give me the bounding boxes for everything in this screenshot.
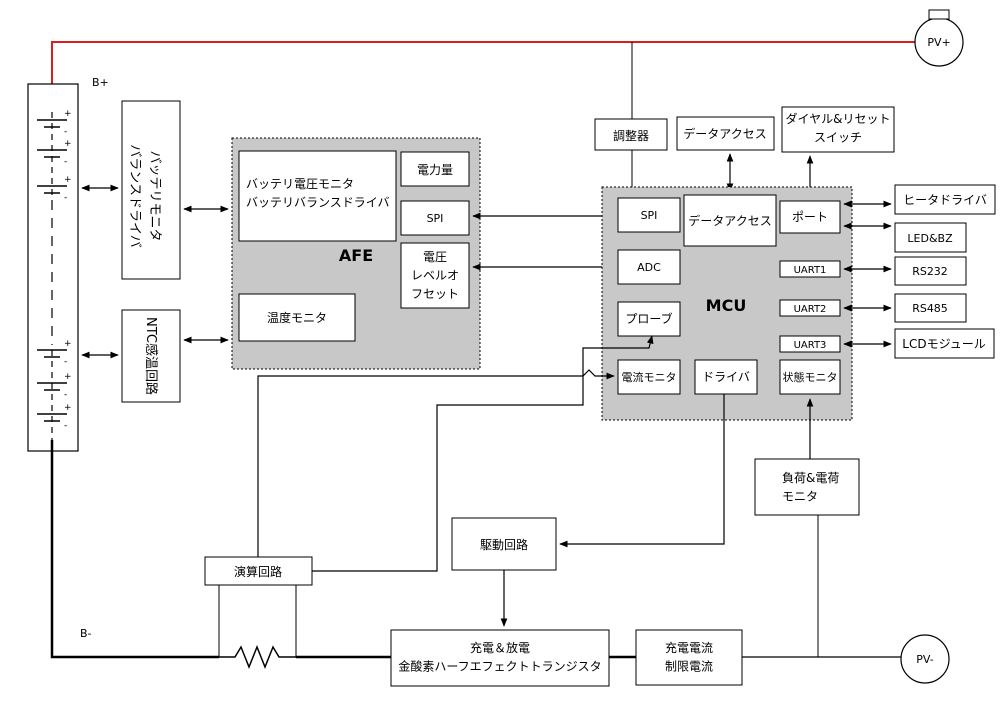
cell-plus-sign: + <box>64 175 72 185</box>
cell-plus-sign: + <box>64 109 72 119</box>
cell-minus-sign: - <box>64 127 67 137</box>
heater-driver-label: ヒータドライバ <box>903 193 987 207</box>
mosfet-label: 充電＆放電金酸素ハーフエフェクトトランジスタ <box>398 640 601 674</box>
mcu-adc-label: ADC <box>637 261 661 274</box>
afe-voltage-monitor: バッテリ電圧モニタバッテリバランスドライバ <box>238 150 397 242</box>
pv-plus-label: PV+ <box>927 36 950 49</box>
load-charge-monitor-label: 負荷&電荷モニタ <box>782 471 839 504</box>
afe-temp-monitor: 温度モニタ <box>238 293 356 342</box>
mcu-uart2: UART2 <box>779 299 841 317</box>
afe-temp-monitor-label: 温度モニタ <box>267 310 327 325</box>
mcu-uart2-label: UART2 <box>794 304 827 315</box>
rs232-label: RS232 <box>912 265 948 278</box>
balance-driver-block: バッテリモニタバランスドライバ <box>121 100 181 280</box>
pv-plus-terminal: PV+ <box>914 9 964 67</box>
afe-power-label: 電力量 <box>417 163 453 177</box>
cell-minus-sign: - <box>64 193 67 203</box>
lcd-label: LCDモジュール <box>902 337 985 351</box>
afe-level-offset: 電圧レベルオフセット <box>400 242 470 309</box>
cell-minus-sign: - <box>64 157 67 167</box>
mcu-port: ポート <box>779 200 841 234</box>
mcu-state-monitor: 状態モニタ <box>779 359 841 395</box>
mosfet-block: 充電＆放電金酸素ハーフエフェクトトランジスタ <box>390 629 610 687</box>
cell-plus-sign: + <box>64 403 72 413</box>
afe-spi: SPI <box>400 200 470 236</box>
mcu-data-access-label: データアクセス <box>688 213 771 228</box>
battery-cell <box>37 119 67 128</box>
regulator-label: 調整器 <box>613 128 649 143</box>
opamp-block: 演算回路 <box>204 556 313 586</box>
opamp-current-monitor-link <box>257 369 615 557</box>
mcu-uart1-label: UART1 <box>794 265 827 276</box>
opamp-label: 演算回路 <box>234 564 282 579</box>
dial-reset-label: ダイヤル&リセットスイッチ <box>786 111 891 145</box>
mcu-spi-label: SPI <box>641 209 658 222</box>
cell-plus-sign: + <box>64 339 72 349</box>
data-access-top-label: データアクセス <box>683 126 766 141</box>
ntc-label: NTC感温回路 <box>143 317 159 395</box>
mcu-current-monitor-label: 電流モニタ <box>622 370 677 384</box>
drive-circuit-label: 駆動回路 <box>480 537 528 552</box>
balance-driver-label: バッテリモニタバランスドライバ <box>127 144 162 247</box>
mcu-data-access: データアクセス <box>683 194 777 247</box>
mcu-uart3: UART3 <box>779 335 841 353</box>
dial-reset-block: ダイヤル&リセットスイッチ <box>781 106 895 153</box>
rs485-block: RS485 <box>894 293 967 323</box>
mcu-current-monitor: 電流モニタ <box>617 359 681 395</box>
drive-circuit-block: 駆動回路 <box>451 517 557 571</box>
cell-plus-sign: + <box>64 372 72 382</box>
cell-minus-sign: - <box>64 357 67 367</box>
b-minus-wire <box>50 440 915 670</box>
mcu-spi: SPI <box>617 197 681 233</box>
regulator-block: 調整器 <box>594 118 668 151</box>
mcu-uart3-label: UART3 <box>794 340 827 351</box>
cell-plus-sign: + <box>64 139 72 149</box>
lcd-block: LCDモジュール <box>894 328 995 359</box>
ntc-block: NTC感温回路 <box>121 309 181 403</box>
mcu-driver-label: ドライバ <box>702 370 750 384</box>
afe-block: AFE バッテリ電圧モニタバッテリバランスドライバ 電力量 SPI 電圧レベルオ… <box>231 137 481 370</box>
current-limit-block: 充電電流制限電流 <box>635 629 743 686</box>
mcu-uart1: UART1 <box>779 260 841 278</box>
mcu-probe: プローブ <box>617 301 681 337</box>
pv-plus-wire <box>51 41 915 112</box>
pv-minus-terminal: PV- <box>900 634 950 684</box>
opamp-probe-link <box>312 335 654 572</box>
battery-pack: + - + - + - + - + - + - <box>27 83 79 452</box>
mcu-state-monitor-label: 状態モニタ <box>783 370 838 384</box>
pv-minus-label: PV- <box>916 653 934 666</box>
afe-title: AFE <box>339 246 373 265</box>
cell-minus-sign: - <box>64 421 67 431</box>
mcu-probe-label: プローブ <box>625 311 672 326</box>
driver-drive-link <box>559 394 725 548</box>
b-minus-label: B- <box>80 627 92 640</box>
b-plus-label: B+ <box>92 76 109 89</box>
mcu-adc: ADC <box>617 249 681 285</box>
afe-level-offset-label: 電圧レベルオフセット <box>411 250 459 301</box>
afe-voltage-monitor-label: バッテリ電圧モニタバッテリバランスドライバ <box>246 177 390 210</box>
rs485-label: RS485 <box>912 302 948 315</box>
cell-minus-sign: - <box>64 390 67 400</box>
afe-power: 電力量 <box>400 151 470 187</box>
rs232-block: RS232 <box>894 256 967 286</box>
load-charge-monitor-block: 負荷&電荷モニタ <box>754 458 860 516</box>
mcu-title: MCU <box>706 296 747 315</box>
current-limit-label: 充電電流制限電流 <box>665 640 713 674</box>
led-bz-block: LED&BZ <box>894 222 967 253</box>
data-access-top-block: データアクセス <box>676 116 775 151</box>
afe-spi-label: SPI <box>427 212 444 225</box>
heater-driver-block: ヒータドライバ <box>894 184 996 215</box>
mcu-driver: ドライバ <box>694 359 758 395</box>
mcu-block: MCU SPI データアクセス ポート ADC UART1 UART2 UART… <box>601 186 853 421</box>
led-bz-label: LED&BZ <box>907 232 953 245</box>
battery-cell <box>37 185 67 194</box>
mcu-port-label: ポート <box>792 210 828 224</box>
battery-cell <box>37 149 67 158</box>
